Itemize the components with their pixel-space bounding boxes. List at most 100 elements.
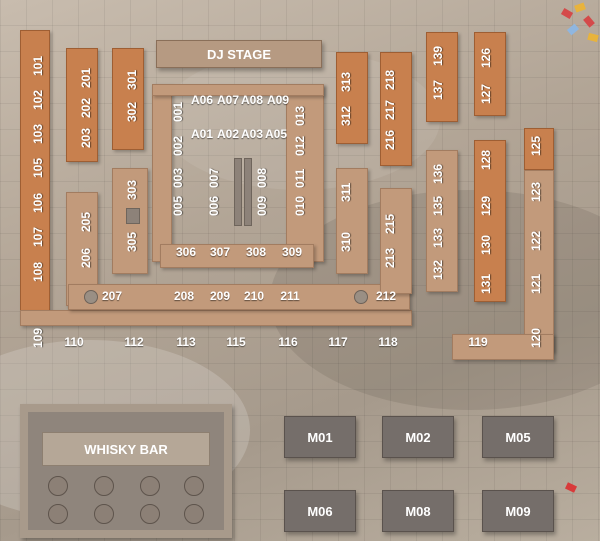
booth-010[interactable]: 010 bbox=[293, 195, 307, 217]
booth-310[interactable]: 310 bbox=[339, 231, 353, 253]
booth-129[interactable]: 129 bbox=[479, 195, 493, 217]
booth-a05[interactable]: A05 bbox=[264, 127, 287, 141]
booth-309[interactable]: 309 bbox=[281, 245, 303, 259]
booth-110[interactable]: 110 bbox=[64, 335, 84, 349]
booth-001[interactable]: 001 bbox=[171, 101, 185, 123]
booth-a09[interactable]: A09 bbox=[266, 93, 289, 107]
booth-206[interactable]: 206 bbox=[79, 247, 93, 269]
booth-a07[interactable]: A07 bbox=[216, 93, 239, 107]
booth-216[interactable]: 216 bbox=[383, 129, 397, 151]
booth-210[interactable]: 210 bbox=[243, 289, 265, 303]
booth-a02[interactable]: A02 bbox=[216, 127, 239, 141]
booth-002[interactable]: 002 bbox=[171, 135, 185, 157]
booth-123[interactable]: 123 bbox=[529, 181, 543, 203]
booth-126[interactable]: 126 bbox=[479, 47, 493, 69]
booth-202[interactable]: 202 bbox=[79, 97, 93, 119]
booth-115[interactable]: 115 bbox=[226, 335, 246, 349]
booth-311[interactable]: 311 bbox=[339, 182, 353, 202]
booth-105[interactable]: 105 bbox=[31, 157, 45, 179]
booth-305[interactable]: 305 bbox=[125, 231, 139, 253]
booth-215[interactable]: 215 bbox=[383, 213, 397, 235]
booth-a06[interactable]: A06 bbox=[190, 93, 213, 107]
booth-117[interactable]: 117 bbox=[328, 335, 348, 349]
booth-132[interactable]: 132 bbox=[431, 259, 445, 281]
booth-a08[interactable]: A08 bbox=[240, 93, 263, 107]
table-207 bbox=[84, 290, 98, 304]
booth-109[interactable]: 109 bbox=[31, 327, 45, 349]
booth-207[interactable]: 207 bbox=[101, 289, 123, 303]
wall-215-col bbox=[380, 188, 412, 294]
mezzanine-m02[interactable]: M02 bbox=[382, 416, 454, 458]
booth-307[interactable]: 307 bbox=[209, 245, 231, 259]
booth-312[interactable]: 312 bbox=[339, 105, 353, 127]
booth-301[interactable]: 301 bbox=[125, 69, 139, 91]
booth-a03[interactable]: A03 bbox=[240, 127, 263, 141]
booth-120[interactable]: 120 bbox=[529, 327, 543, 349]
booth-007[interactable]: 007 bbox=[207, 167, 221, 189]
mezzanine-m01[interactable]: M01 bbox=[284, 416, 356, 458]
counter-008 bbox=[244, 158, 252, 226]
booth-308[interactable]: 308 bbox=[245, 245, 267, 259]
booth-136[interactable]: 136 bbox=[431, 163, 445, 185]
booth-130[interactable]: 130 bbox=[479, 234, 493, 256]
booth-201[interactable]: 201 bbox=[79, 67, 93, 89]
booth-106[interactable]: 106 bbox=[31, 192, 45, 214]
booth-011[interactable]: 011 bbox=[293, 168, 307, 188]
booth-127[interactable]: 127 bbox=[479, 83, 493, 105]
booth-009[interactable]: 009 bbox=[255, 195, 269, 217]
booth-218[interactable]: 218 bbox=[383, 69, 397, 91]
booth-209[interactable]: 209 bbox=[209, 289, 231, 303]
booth-008[interactable]: 008 bbox=[255, 167, 269, 189]
booth-a01[interactable]: A01 bbox=[190, 127, 213, 141]
booth-135[interactable]: 135 bbox=[431, 195, 445, 217]
mezzanine-m08[interactable]: M08 bbox=[382, 490, 454, 532]
booth-137[interactable]: 137 bbox=[431, 79, 445, 101]
booth-211[interactable]: 211 bbox=[280, 289, 300, 303]
booth-212[interactable]: 212 bbox=[375, 289, 397, 303]
booth-121[interactable]: 121 bbox=[529, 273, 543, 295]
booth-102[interactable]: 102 bbox=[31, 89, 45, 111]
booth-303[interactable]: 303 bbox=[125, 179, 139, 201]
mezzanine-m06[interactable]: M06 bbox=[284, 490, 356, 532]
booth-003[interactable]: 003 bbox=[171, 167, 185, 189]
mezzanine-m09[interactable]: M09 bbox=[482, 490, 554, 532]
counter-303 bbox=[126, 208, 140, 224]
booth-213[interactable]: 213 bbox=[383, 247, 397, 269]
booth-302[interactable]: 302 bbox=[125, 101, 139, 123]
booth-313[interactable]: 313 bbox=[339, 71, 353, 93]
wall-200-left bbox=[66, 48, 98, 162]
whisky-bar-label: WHISKY BAR bbox=[84, 441, 168, 457]
bar-stool bbox=[94, 476, 114, 496]
booth-103[interactable]: 103 bbox=[31, 123, 45, 145]
booth-101[interactable]: 101 bbox=[31, 55, 45, 77]
booth-306[interactable]: 306 bbox=[175, 245, 197, 259]
wall-218-col bbox=[380, 52, 412, 166]
booth-205[interactable]: 205 bbox=[79, 211, 93, 233]
booth-112[interactable]: 112 bbox=[124, 335, 144, 349]
booth-131[interactable]: 131 bbox=[479, 273, 493, 295]
booth-116[interactable]: 116 bbox=[278, 335, 298, 349]
dj-stage[interactable]: DJ STAGE bbox=[156, 40, 322, 68]
booth-122[interactable]: 122 bbox=[529, 230, 543, 252]
mezzanine-m05[interactable]: M05 bbox=[482, 416, 554, 458]
booth-217[interactable]: 217 bbox=[383, 99, 397, 121]
booth-125[interactable]: 125 bbox=[529, 135, 543, 157]
wall-200-bottom bbox=[68, 284, 410, 310]
booth-139[interactable]: 139 bbox=[431, 45, 445, 67]
booth-108[interactable]: 108 bbox=[31, 261, 45, 283]
booth-133[interactable]: 133 bbox=[431, 227, 445, 249]
booth-118[interactable]: 118 bbox=[378, 335, 398, 349]
booth-203[interactable]: 203 bbox=[79, 127, 93, 149]
booth-208[interactable]: 208 bbox=[173, 289, 195, 303]
booth-119[interactable]: 119 bbox=[468, 335, 488, 349]
wall-300-left bbox=[112, 48, 144, 150]
booth-113[interactable]: 113 bbox=[176, 335, 196, 349]
booth-006[interactable]: 006 bbox=[207, 195, 221, 217]
booth-005[interactable]: 005 bbox=[171, 195, 185, 217]
booth-107[interactable]: 107 bbox=[31, 226, 45, 248]
bar-stool bbox=[184, 476, 204, 496]
wall-128-col bbox=[474, 140, 506, 302]
booth-128[interactable]: 128 bbox=[479, 149, 493, 171]
booth-013[interactable]: 013 bbox=[293, 105, 307, 127]
booth-012[interactable]: 012 bbox=[293, 135, 307, 157]
